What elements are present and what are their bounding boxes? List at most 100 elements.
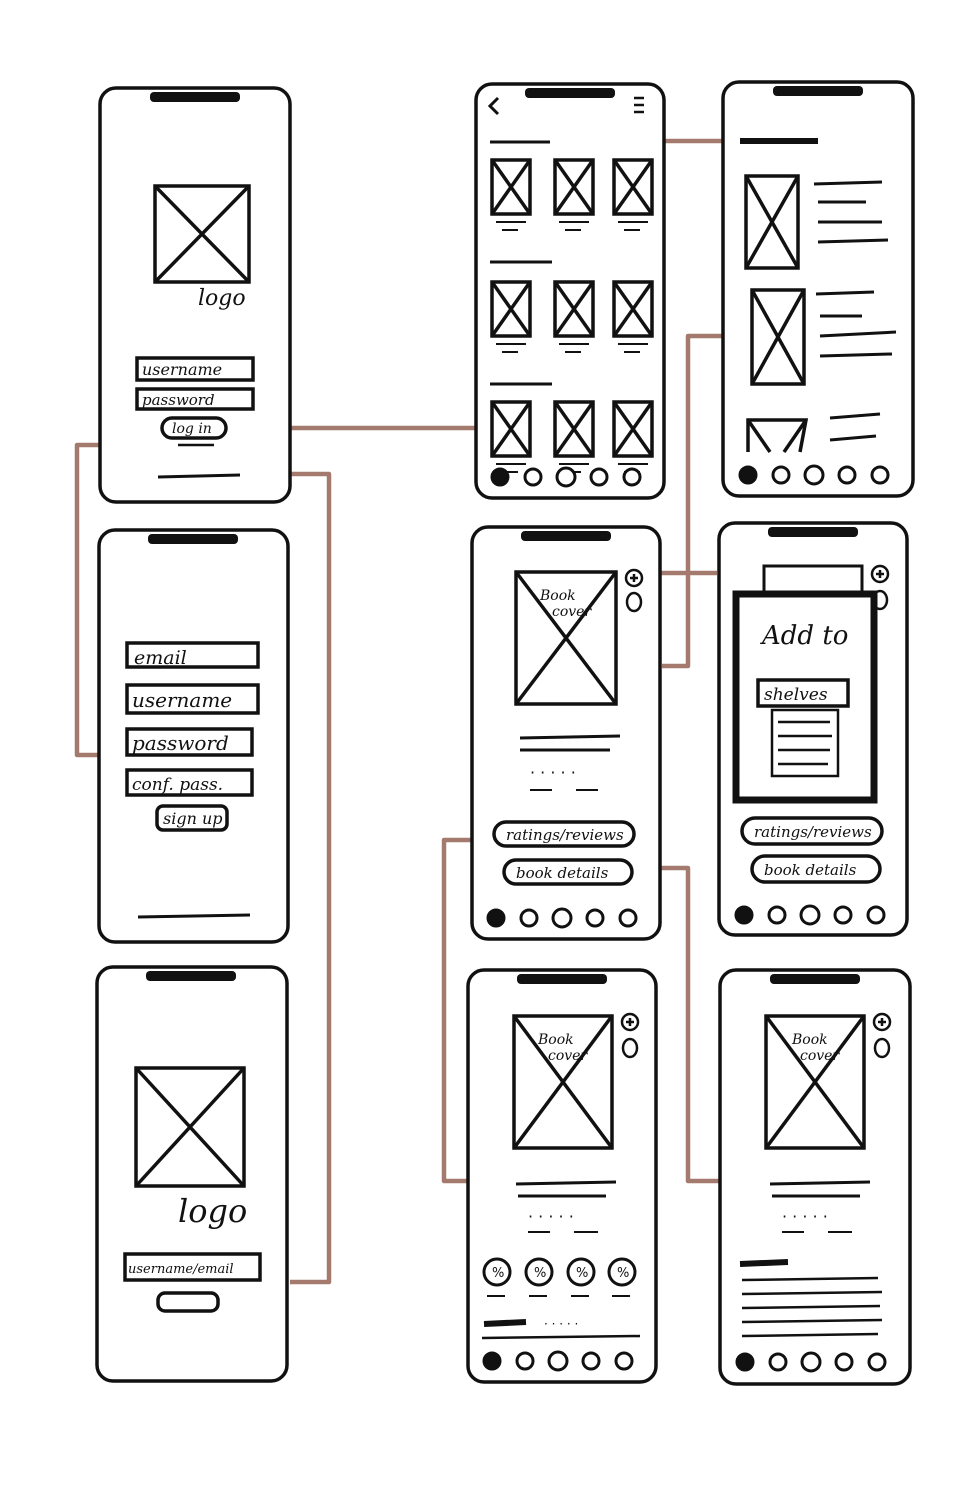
nav-dot-active-icon[interactable]: [738, 465, 758, 485]
nav-dot-icon[interactable]: [837, 465, 857, 485]
book-cover-placeholder-icon: [512, 1014, 614, 1150]
phone-add-to-shelf: Add to shelves ratings/reviews book deta…: [717, 521, 909, 937]
phone-ratings-reviews: Book cover · · · · · %%%% · · · · ·: [466, 968, 658, 1384]
phone-book-list: [721, 80, 915, 498]
nav-dot-active-icon[interactable]: [486, 908, 506, 928]
nav-dot-icon[interactable]: [771, 465, 791, 485]
nav-dot-icon[interactable]: [867, 1352, 887, 1372]
book-details-label: book details: [764, 861, 857, 879]
bookmark-circle-icon[interactable]: [625, 591, 643, 613]
nav-dot-icon[interactable]: [622, 467, 642, 487]
svg-text:%: %: [534, 1266, 546, 1281]
rating-percent-circle: %: [566, 1257, 596, 1297]
book-thumb-placeholder-icon[interactable]: [612, 280, 654, 353]
shelves-dropdown[interactable]: shelves: [756, 678, 850, 708]
ratings-reviews-button[interactable]: ratings/reviews: [492, 820, 636, 848]
shelves-options-list[interactable]: [770, 708, 840, 778]
nav-dot-icon[interactable]: [585, 908, 605, 928]
book-thumb-placeholder-icon[interactable]: [490, 280, 532, 353]
book-thumb-placeholder-icon[interactable]: [553, 400, 595, 473]
password-input-label: password: [142, 391, 215, 409]
plus-circle-icon[interactable]: [624, 568, 644, 588]
bookmark-circle-icon[interactable]: [621, 1037, 639, 1059]
nav-dot-active-icon[interactable]: [735, 1352, 755, 1372]
phone-book-detail: Book cover · · · · · ratings/reviews boo…: [470, 525, 662, 941]
nav-dot-icon[interactable]: [866, 905, 886, 925]
list-item[interactable]: [750, 288, 897, 386]
ratings-reviews-button[interactable]: ratings/reviews: [740, 816, 884, 846]
nav-dot-icon[interactable]: [803, 464, 825, 486]
book-thumb-placeholder-icon: [746, 418, 809, 453]
logo-label: logo: [198, 286, 246, 311]
rating-percent-circle: %: [524, 1257, 554, 1297]
ratings-reviews-label: ratings/reviews: [506, 826, 624, 844]
nav-dot-icon[interactable]: [523, 467, 543, 487]
nav-dot-icon[interactable]: [555, 466, 577, 488]
svg-text:%: %: [576, 1266, 588, 1281]
signup-button[interactable]: sign up: [155, 804, 229, 832]
book-details-button[interactable]: book details: [750, 854, 882, 884]
nav-dot-active-icon[interactable]: [734, 905, 754, 925]
rating-percent-circle: %: [482, 1257, 512, 1297]
book-thumb-placeholder-icon[interactable]: [612, 400, 654, 473]
list-item[interactable]: [746, 412, 881, 453]
logo-label: logo: [178, 1192, 247, 1230]
svg-text:%: %: [617, 1266, 629, 1281]
nav-dot-icon[interactable]: [581, 1351, 601, 1371]
book-cover-label: Book: [539, 588, 576, 604]
nav-dot-icon[interactable]: [618, 908, 638, 928]
plus-circle-icon[interactable]: [620, 1012, 640, 1032]
bottom-nav: [738, 464, 890, 486]
nav-dot-icon[interactable]: [589, 467, 609, 487]
book-thumb-placeholder-icon[interactable]: [490, 158, 532, 231]
signup-username-input[interactable]: username: [125, 683, 260, 715]
nav-dot-icon[interactable]: [614, 1351, 634, 1371]
confirm-password-input[interactable]: conf. pass.: [125, 768, 254, 797]
login-button[interactable]: log in: [160, 416, 228, 440]
submit-button[interactable]: [156, 1291, 220, 1313]
hamburger-menu-icon[interactable]: [634, 96, 644, 114]
password-input[interactable]: password: [135, 387, 255, 411]
nav-dot-icon[interactable]: [799, 904, 821, 926]
nav-dot-icon[interactable]: [551, 907, 573, 929]
book-cover-label: Book: [791, 1032, 828, 1048]
bottom-nav: [482, 1350, 634, 1372]
nav-dot-icon[interactable]: [767, 905, 787, 925]
nav-dot-icon[interactable]: [834, 1352, 854, 1372]
book-thumb-placeholder-icon: [744, 174, 800, 270]
nav-dot-active-icon[interactable]: [482, 1351, 502, 1371]
nav-dot-icon[interactable]: [515, 1351, 535, 1371]
book-details-button[interactable]: book details: [502, 858, 634, 886]
bookmark-circle-icon[interactable]: [873, 1037, 891, 1059]
email-input[interactable]: email: [125, 641, 260, 669]
nav-dot-active-icon[interactable]: [490, 467, 510, 487]
username-email-input[interactable]: username/email: [123, 1252, 262, 1282]
rating-dots: · · · · ·: [530, 763, 576, 782]
plus-circle-icon[interactable]: [870, 564, 890, 584]
chevron-left-icon[interactable]: [487, 96, 500, 116]
book-cover-placeholder-icon: [764, 1014, 866, 1150]
rating-dots: · · · · ·: [782, 1207, 828, 1226]
nav-dot-icon[interactable]: [833, 905, 853, 925]
nav-dot-icon[interactable]: [547, 1350, 569, 1372]
username-email-label: username/email: [128, 1262, 234, 1277]
username-input[interactable]: username: [135, 356, 255, 382]
modal-title: Add to: [760, 621, 848, 651]
signup-password-input[interactable]: password: [125, 727, 254, 757]
book-thumb-placeholder-icon: [750, 288, 806, 386]
book-thumb-placeholder-icon[interactable]: [490, 400, 532, 473]
plus-circle-icon[interactable]: [872, 1012, 892, 1032]
book-thumb-placeholder-icon[interactable]: [553, 280, 595, 353]
nav-dot-icon[interactable]: [768, 1352, 788, 1372]
signup-username-label: username: [132, 688, 232, 712]
nav-dot-icon[interactable]: [870, 465, 890, 485]
book-cover-label-2: cover: [800, 1048, 840, 1064]
logo-placeholder-icon: [134, 1066, 246, 1188]
book-thumb-placeholder-icon[interactable]: [553, 158, 595, 231]
book-thumb-placeholder-icon[interactable]: [612, 158, 654, 231]
nav-dot-icon[interactable]: [800, 1351, 822, 1373]
nav-dot-icon[interactable]: [519, 908, 539, 928]
bottom-nav: [486, 907, 638, 929]
book-cover-placeholder-icon: [514, 570, 618, 706]
list-item[interactable]: [744, 174, 889, 270]
